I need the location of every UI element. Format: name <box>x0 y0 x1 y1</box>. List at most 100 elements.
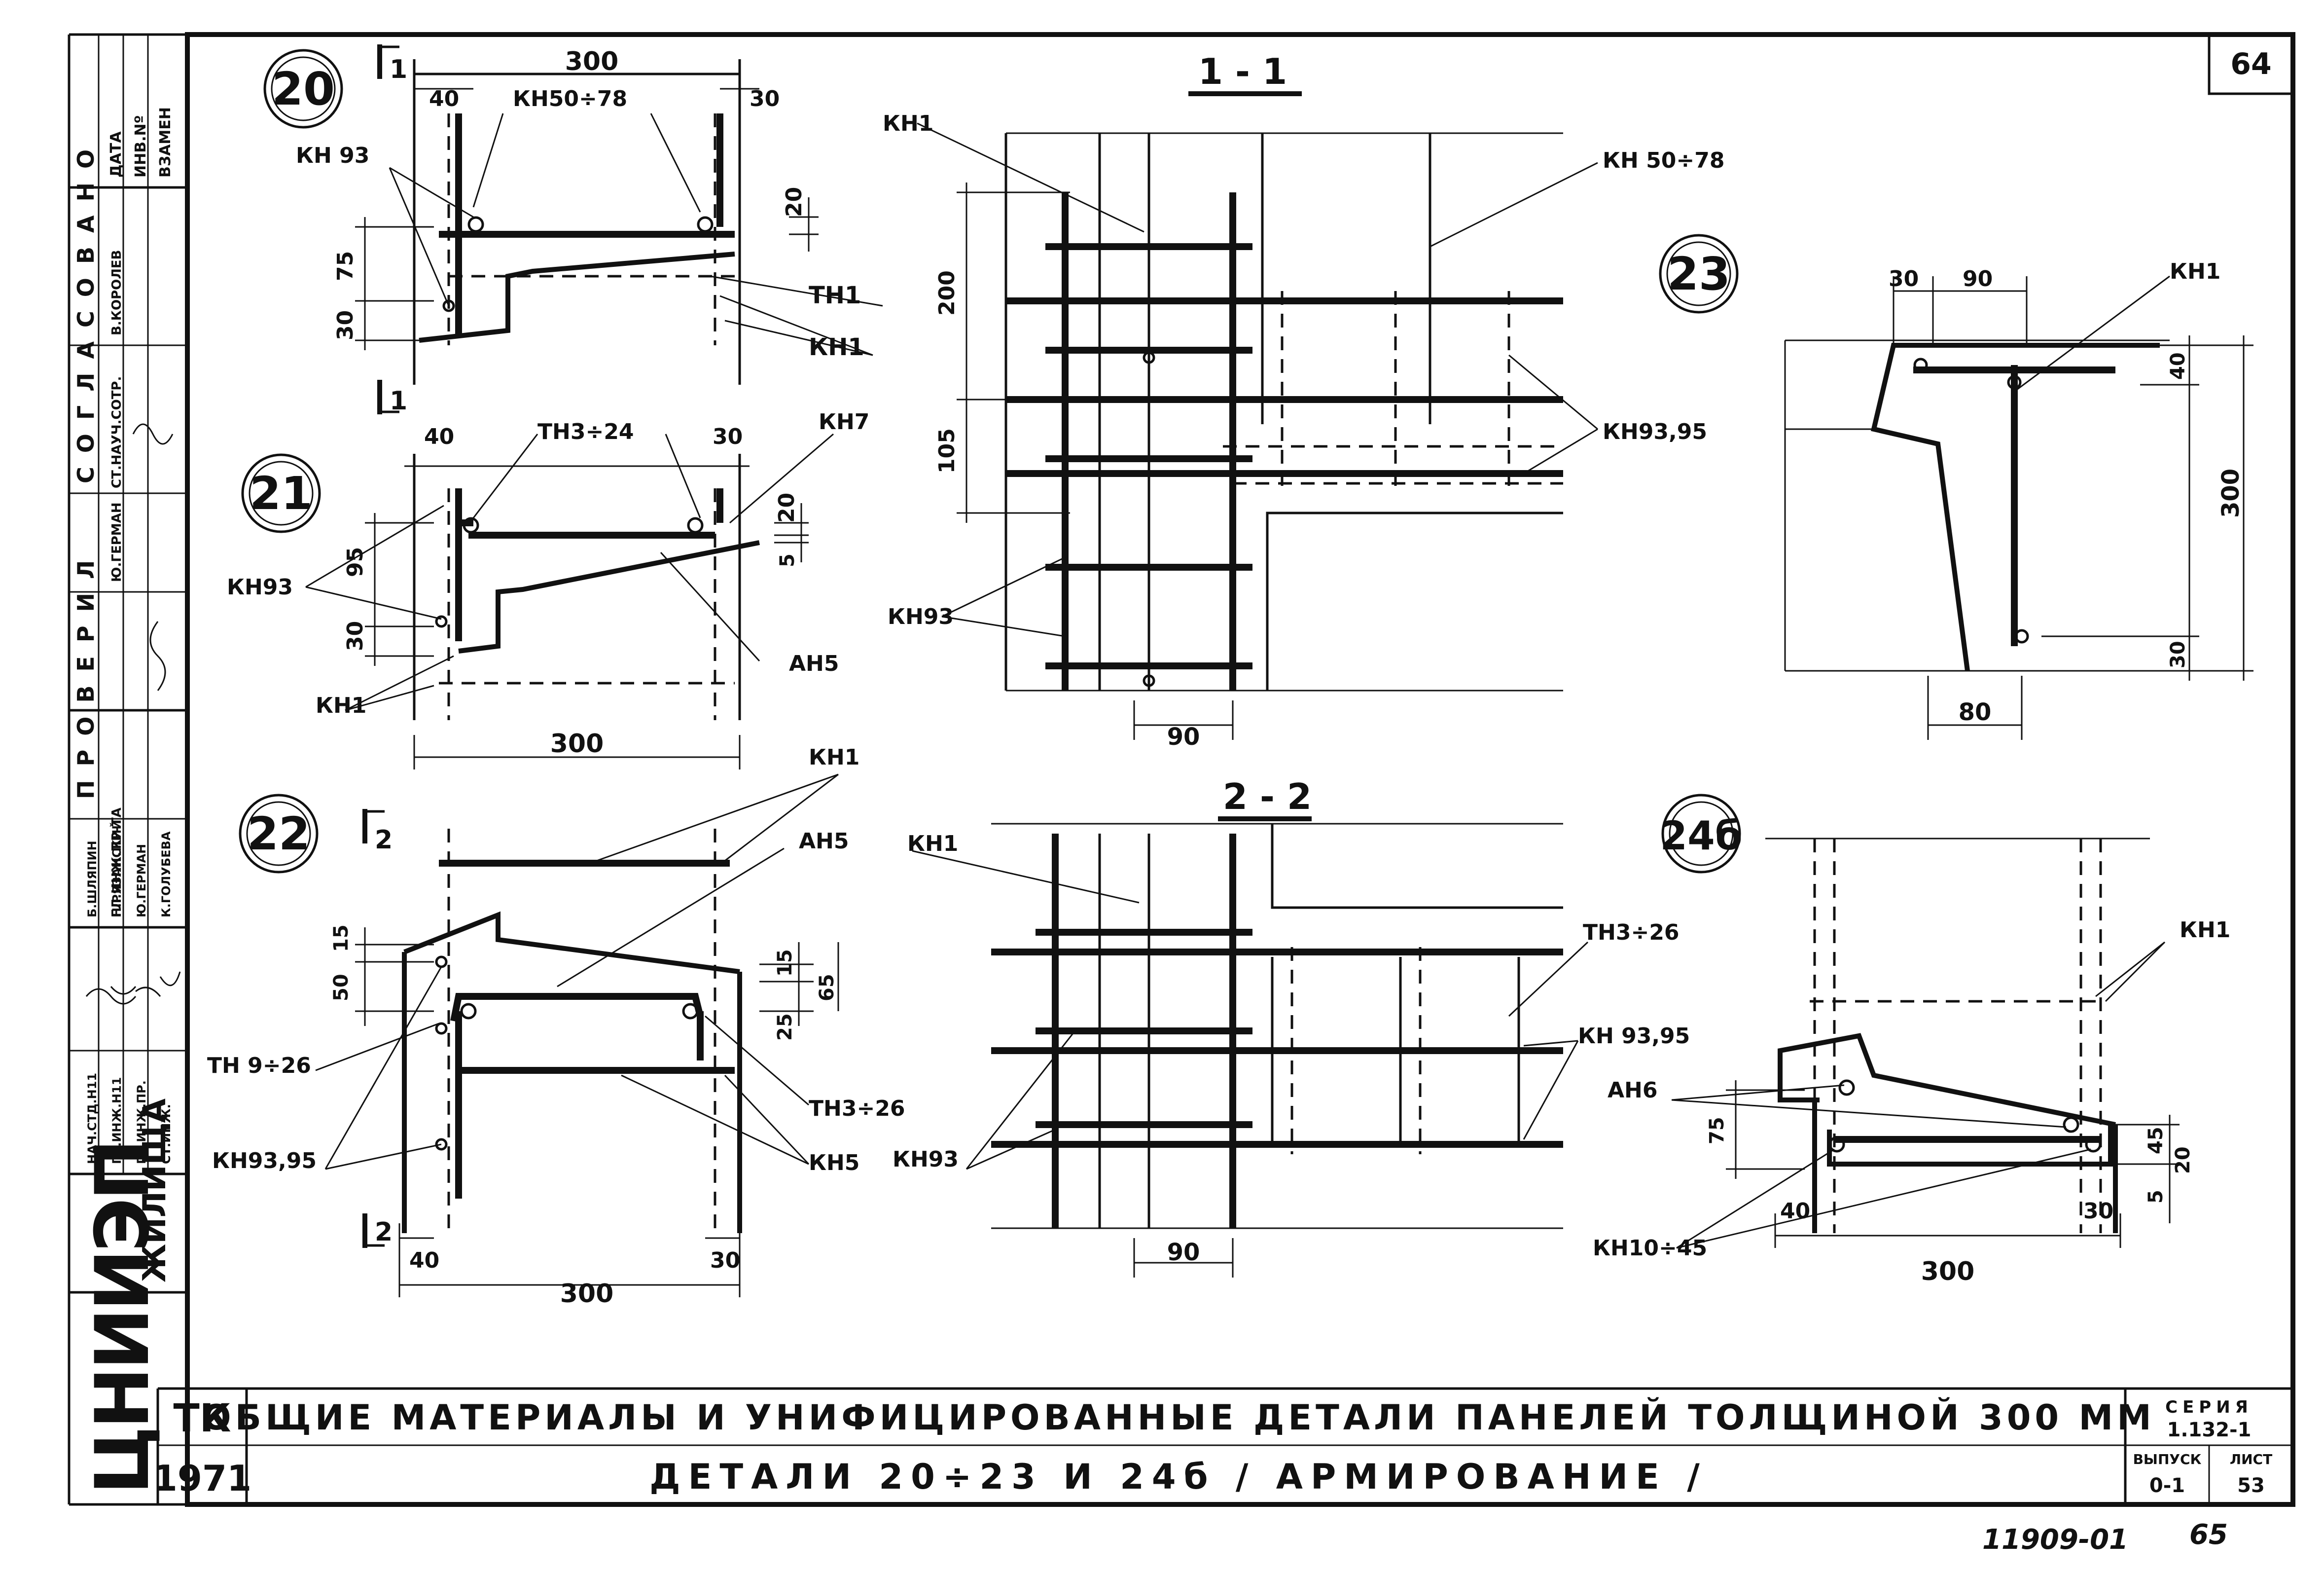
stamp-role-5: ГЛ.ИНЖ.ПР. <box>135 1080 148 1164</box>
detail-24b-dim-300: 300 <box>1921 1257 1975 1286</box>
detail-23-marker: 23 <box>1667 248 1730 300</box>
detail-22-dim-30: 30 <box>710 1248 740 1273</box>
title-block <box>156 1387 2293 1506</box>
stamp-role-4: ГЛ.ИНЖ.Н11 <box>110 1077 124 1165</box>
detail-21-label-kn1: КН1 <box>316 693 366 718</box>
approval-header: СОГЛАСОВАНО <box>72 136 99 483</box>
detail-22-dim-25: 25 <box>774 1013 796 1041</box>
detail-22-dim-15: 15 <box>330 924 353 952</box>
detail-24b-marker: 24б <box>1660 813 1742 859</box>
detail-24b-label-kn1: КН1 <box>2180 917 2230 943</box>
detail-24b-label-kn10: КН10÷45 <box>1593 1236 1707 1261</box>
stamp-role-1: СТ.НАУЧ.СОТР. <box>109 376 124 488</box>
stamp-name-1: В.КОРОЛЕВ <box>109 250 124 335</box>
detail-22-label-tn3: ТН3÷26 <box>809 1096 905 1121</box>
detail-22-dim-40: 40 <box>409 1248 439 1273</box>
stamp-col-date: ДАТА <box>107 131 125 178</box>
detail-23-dim-30: 30 <box>1889 266 1919 292</box>
sheet-value: 53 <box>2237 1474 2265 1497</box>
org-name-small: ЖИЛИЩА <box>137 1098 173 1282</box>
detail-21-dim-95: 95 <box>343 547 368 577</box>
detail-20-section-mark-top: 1 <box>390 55 407 84</box>
stamp-role-6: СТ.ИНЖ. <box>159 1104 173 1164</box>
bottom-mark: 65 <box>2189 1519 2228 1551</box>
stamp-name-2: Ю.ГЕРМАН <box>109 502 124 582</box>
detail-21-dim-5: 5 <box>776 553 799 567</box>
series-label: СЕРИЯ <box>2165 1397 2253 1417</box>
section-1-1-label-kn50: КН 50÷78 <box>1603 148 1724 173</box>
detail-24b <box>1661 794 2180 1249</box>
detail-23 <box>1659 234 2253 740</box>
org-logo: ЦНИИЭП <box>80 1142 166 1495</box>
detail-24b-dim-5: 5 <box>2145 1190 2167 1204</box>
title-code: ТК <box>174 1396 231 1441</box>
detail-22-dim-300: 300 <box>560 1279 614 1309</box>
section-2-2-label-kn93: КН 93,95 <box>1578 1024 1690 1049</box>
section-2-2-label-kn1: КН1 <box>907 831 958 856</box>
detail-24b-dim-75: 75 <box>1706 1117 1728 1144</box>
stamp-role-2: ГЛ.ИНЖ.ПР-ТА <box>109 807 124 917</box>
detail-21-label-an5: АН5 <box>789 651 839 676</box>
signature-marks <box>85 423 181 1005</box>
detail-20-label-kn50: КН50÷78 <box>513 86 627 111</box>
detail-22-dim-15b: 15 <box>774 949 796 977</box>
detail-21-marker: 21 <box>250 467 313 520</box>
detail-22-label-kn93: КН93,95 <box>212 1148 317 1173</box>
detail-21 <box>241 433 834 769</box>
section-1-1-dim-200: 200 <box>934 270 960 316</box>
detail-23-dim-40: 40 <box>2167 352 2189 380</box>
section-1-1-dim-90: 90 <box>1167 723 1200 751</box>
title-line-2: ДЕТАЛИ 20÷23 И 24б / АРМИРОВАНИЕ / <box>649 1457 1708 1497</box>
stamp-name-4: Н.РЯЗАНСКИЙ <box>109 820 124 917</box>
detail-21-dim-30: 30 <box>713 424 743 449</box>
title-year: 1971 <box>153 1458 251 1499</box>
sheet-label: ЛИСТ <box>2230 1451 2272 1467</box>
detail-22-section-mark-top: 2 <box>375 825 393 855</box>
sheet-number: 64 <box>2230 47 2272 81</box>
detail-22-label-an5: АН5 <box>799 829 849 854</box>
detail-21-dim-300: 300 <box>550 729 604 759</box>
section-2-2-title: 2 - 2 <box>1223 776 1312 817</box>
stamp-col-inv: ИНВ.Nº <box>132 115 149 178</box>
detail-23-dim-300: 300 <box>2217 469 2245 518</box>
side-stamp <box>69 35 187 1294</box>
detail-24b-dim-45: 45 <box>2145 1127 2167 1154</box>
stamp-name-3: Б.ШЛЯПИН <box>85 841 99 917</box>
detail-22-section-mark-bottom: 2 <box>375 1217 393 1247</box>
detail-21-dim-30b: 30 <box>343 621 368 651</box>
detail-20-label-kn93: КН 93 <box>296 143 369 168</box>
detail-23-dim-30b: 30 <box>2167 641 2189 668</box>
detail-21-dim-40: 40 <box>424 424 454 449</box>
detail-20-section-mark-bottom: 1 <box>390 386 407 416</box>
detail-22-dim-65: 65 <box>816 974 838 1001</box>
detail-22-label-kn5: КН5 <box>809 1150 859 1175</box>
detail-21-label-kn93: КН93 <box>227 575 293 600</box>
detail-20-marker: 20 <box>272 63 335 115</box>
detail-20-dim-30: 30 <box>750 86 780 111</box>
detail-20-label-tn1: ТН1 <box>809 282 861 309</box>
section-2-2-dim-90: 90 <box>1167 1239 1200 1266</box>
section-1-1-label-kn1: КН1 <box>883 111 933 136</box>
section-2-2 <box>912 816 1589 1278</box>
detail-23-dim-80: 80 <box>1959 698 1992 726</box>
detail-22-dim-50: 50 <box>330 974 353 1001</box>
detail-20-dim-30b: 30 <box>333 310 358 340</box>
section-1-1-label-kn93b: КН93 <box>888 604 954 629</box>
section-2-2-label-kn93b: КН93 <box>893 1147 959 1172</box>
detail-24b-dim-30: 30 <box>2083 1199 2113 1224</box>
detail-20-dim-300: 300 <box>565 47 619 76</box>
bottom-stamp: 11909-01 <box>1982 1524 2128 1556</box>
section-1-1 <box>917 91 1598 740</box>
stamp-name-5: Ю.ГЕРМАН <box>135 844 148 917</box>
detail-21-dim-20: 20 <box>774 493 799 523</box>
title-line-1: ОБЩИЕ МАТЕРИАЛЫ И УНИФИЦИРОВАННЫЕ ДЕТАЛИ… <box>202 1397 2155 1438</box>
detail-20-dim-75: 75 <box>333 251 358 281</box>
detail-24b-dim-20: 20 <box>2172 1146 2194 1174</box>
detail-22-label-tn9: ТН 9÷26 <box>207 1053 311 1078</box>
detail-23-dim-90: 90 <box>1963 266 1993 292</box>
series-value: 1.132-1 <box>2167 1419 2252 1441</box>
detail-23-label-kn1: КН1 <box>2170 259 2220 284</box>
stamp-name-6: К.ГОЛУБЕВА <box>159 831 173 917</box>
